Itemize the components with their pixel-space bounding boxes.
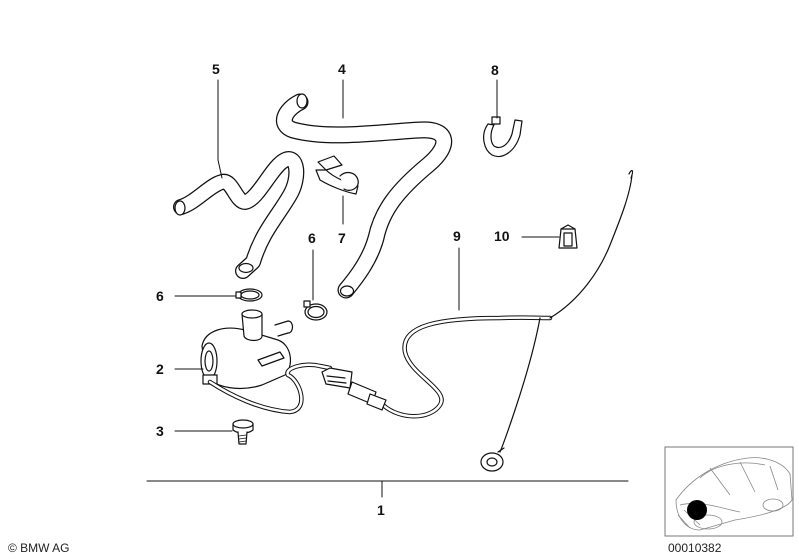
hose-part-5[interactable]	[173, 151, 305, 279]
part-number-3[interactable]: 3	[156, 423, 164, 439]
bracket-part-8[interactable]	[483, 116, 523, 157]
hose-clamp-part-6-left[interactable]	[235, 288, 263, 302]
part-number-9[interactable]: 9	[453, 228, 461, 244]
grommet-part-10[interactable]	[558, 224, 578, 249]
leader-lines	[146, 79, 629, 498]
hose-clamp-part-6-right[interactable]	[303, 300, 328, 321]
clip-part-7[interactable]	[315, 155, 359, 195]
part-number-6-upper[interactable]: 6	[308, 230, 316, 246]
part-number-6-lower[interactable]: 6	[156, 288, 164, 304]
wiring-harness-part-9[interactable]	[207, 169, 634, 472]
part-number-5[interactable]: 5	[212, 61, 220, 77]
image-number: 00010382	[668, 541, 722, 555]
screw-part-3[interactable]	[232, 419, 254, 445]
hose-part-4[interactable]	[275, 93, 453, 299]
pump-part-2[interactable]	[200, 309, 294, 390]
part-number-10[interactable]: 10	[494, 228, 510, 244]
part-number-1[interactable]: 1	[377, 502, 385, 518]
part-number-2[interactable]: 2	[156, 361, 164, 377]
part-number-8[interactable]: 8	[491, 62, 499, 78]
copyright-text: © BMW AG	[8, 541, 70, 555]
location-marker	[687, 500, 707, 520]
part-number-4[interactable]: 4	[338, 61, 346, 77]
vehicle-thumbnail	[675, 457, 793, 531]
part-number-7[interactable]: 7	[338, 230, 346, 246]
